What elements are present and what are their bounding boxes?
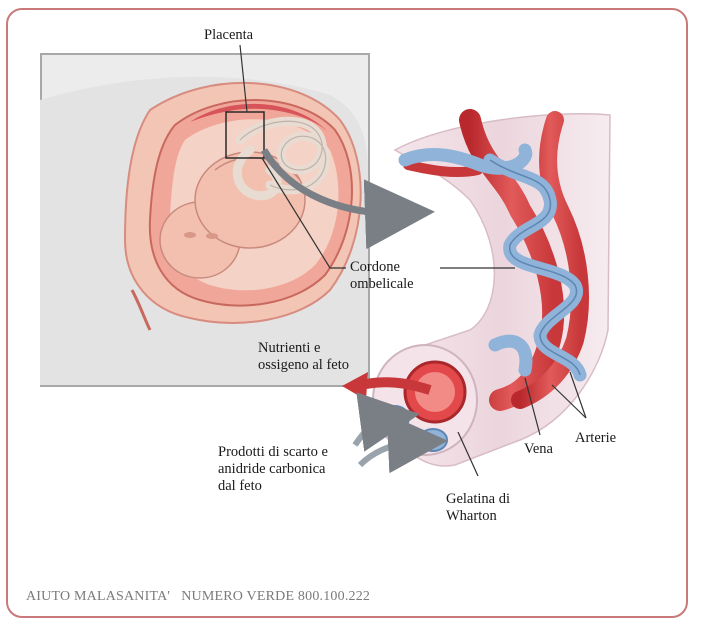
label-gelatina: Gelatina di Wharton bbox=[446, 491, 510, 525]
label-gelatina-line2: Wharton bbox=[446, 508, 497, 524]
zoom-box bbox=[225, 111, 265, 159]
label-arterie: Arterie bbox=[575, 430, 617, 446]
footer-helpline: AIUTO MALASANITA' NUMERO VERDE 800.100.2… bbox=[26, 589, 371, 604]
label-nutrienti: Nutrienti e ossigeno al feto bbox=[258, 340, 349, 374]
label-vena: Vena bbox=[524, 441, 553, 457]
label-cordone-line1: Cordone bbox=[350, 259, 400, 275]
zoom-arrow bbox=[260, 148, 435, 250]
label-cordone-line2: ombelicale bbox=[350, 276, 414, 292]
label-nutrienti-line1: Nutrienti e bbox=[258, 340, 321, 356]
label-gelatina-line1: Gelatina di bbox=[446, 491, 511, 507]
waste-arrow-1 bbox=[352, 392, 420, 452]
label-placenta: Placenta bbox=[204, 27, 254, 43]
image-frame bbox=[6, 8, 688, 618]
waste-arrow-2 bbox=[357, 413, 448, 474]
label-prodotti-line2: anidride carbonica bbox=[218, 461, 326, 477]
label-cordone: Cordone ombelicale bbox=[350, 259, 414, 293]
label-prodotti: Prodotti di scarto e anidride carbonica … bbox=[218, 444, 328, 495]
label-prodotti-line1: Prodotti di scarto e bbox=[218, 444, 328, 460]
label-prodotti-line3: dal feto bbox=[218, 478, 262, 494]
label-nutrienti-line2: ossigeno al feto bbox=[258, 357, 350, 373]
